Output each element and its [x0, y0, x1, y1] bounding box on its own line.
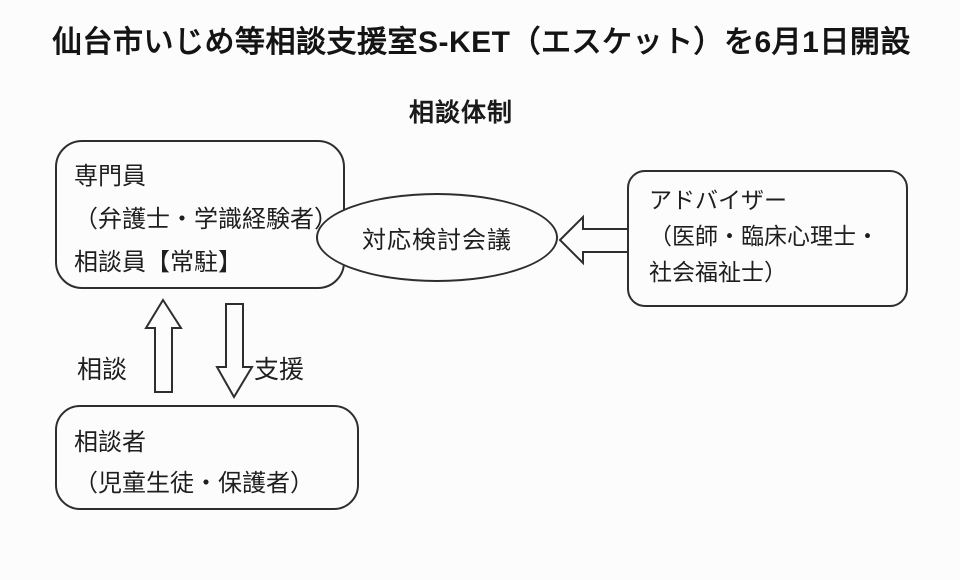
advisor-box-line3: 社会福祉士）: [649, 260, 787, 286]
advisor-box: アドバイザー （医師・臨床心理士・ 社会福祉士）: [627, 170, 908, 307]
staff-box-line3: 相談員【常駐】: [74, 248, 242, 276]
consulter-box: 相談者 （児童生徒・保護者）: [55, 405, 359, 510]
meeting-ellipse-label: 対応検討会議: [362, 226, 512, 254]
consulter-box-line2: （児童生徒・保護者）: [74, 469, 314, 497]
meeting-ellipse: 対応検討会議: [316, 193, 558, 282]
advisor-box-line1: アドバイザー: [649, 188, 787, 214]
consult-up-arrow-icon: [144, 298, 183, 393]
staff-box: 専門員 （弁護士・学識経験者） 相談員【常駐】: [55, 140, 345, 289]
advisor-box-line2: （医師・臨床心理士・: [649, 224, 879, 250]
support-down-arrow-icon: [215, 303, 254, 399]
consulter-box-line1: 相談者: [74, 428, 146, 456]
support-arrow-label: 支援: [254, 355, 305, 384]
diagram-subtitle: 相談体制: [409, 99, 514, 127]
advisor-left-arrow-icon: [558, 214, 629, 266]
consult-arrow-label: 相談: [77, 355, 128, 384]
staff-box-line1: 専門員: [74, 162, 146, 190]
page-title: 仙台市いじめ等相談支援室S-KET（エスケット）を6月1日開設: [52, 26, 911, 59]
staff-box-line2: （弁護士・学識経験者）: [74, 205, 338, 233]
